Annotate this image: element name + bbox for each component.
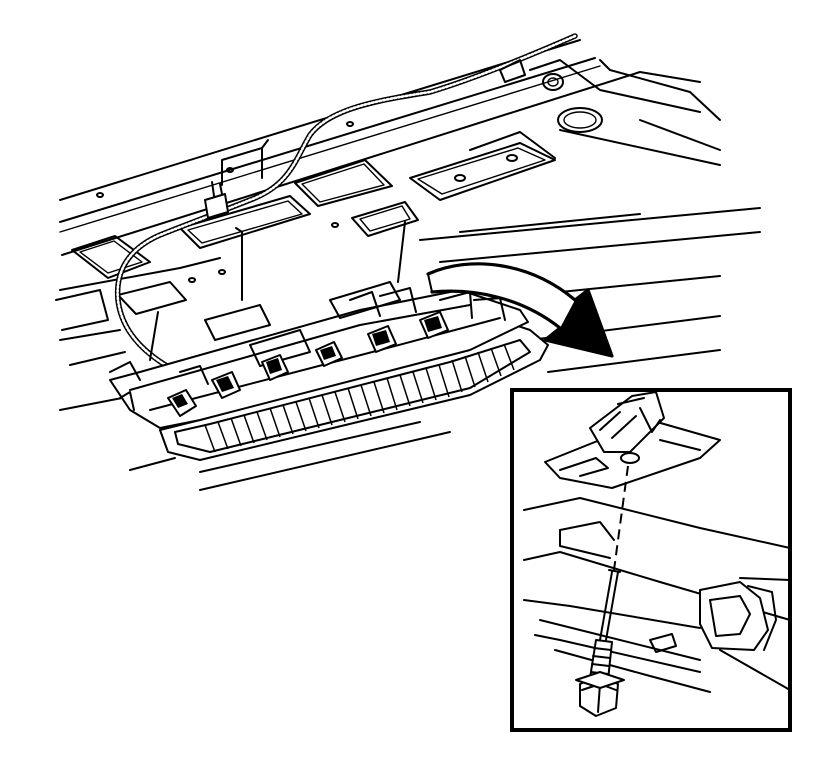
inset-panel-section xyxy=(523,497,791,693)
lamp-lens-stripes xyxy=(204,343,515,453)
lamp-housing-detail xyxy=(699,581,777,651)
retaining-bolt xyxy=(575,569,625,717)
alignment-dash xyxy=(613,465,629,571)
mounting-bracket xyxy=(544,391,721,489)
high-mount-stop-lamp xyxy=(109,281,549,461)
removal-arrow xyxy=(426,262,614,358)
roof-panel-inner xyxy=(55,39,761,491)
wiring-harness xyxy=(114,33,578,381)
alignment-lines xyxy=(149,139,406,361)
lamp-retaining-clips xyxy=(167,287,449,417)
